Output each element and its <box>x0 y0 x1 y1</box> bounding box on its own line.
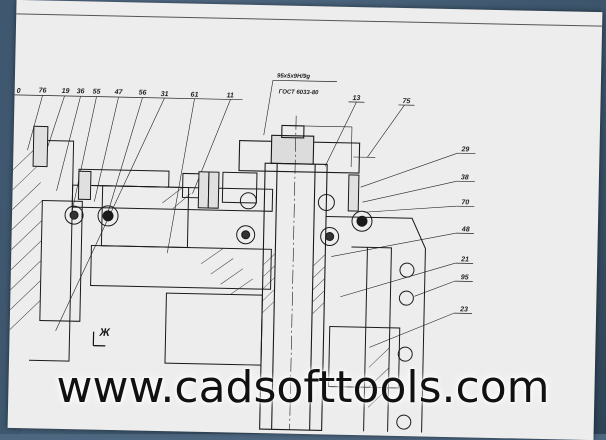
callout-38: 38 <box>461 174 469 181</box>
callout-48: 48 <box>461 226 470 233</box>
callout-56: 56 <box>139 89 147 96</box>
callout-21: 21 <box>460 256 469 263</box>
callout-95: 95 <box>461 274 469 281</box>
callout-11: 11 <box>227 92 235 99</box>
callout-76: 76 <box>39 87 47 94</box>
callout-0: 0 <box>17 88 21 95</box>
section-mark: Ж <box>93 327 110 346</box>
callout-29: 29 <box>460 146 469 153</box>
spec-standard-label: ГОСТ 6033-80 <box>279 89 320 96</box>
callout-36: 36 <box>77 88 85 95</box>
callout-23: 23 <box>459 306 468 313</box>
callout-61: 61 <box>191 92 199 99</box>
callout-31: 31 <box>161 91 169 98</box>
callout-19: 19 <box>62 88 70 95</box>
callout-55: 55 <box>93 89 101 96</box>
callout-47: 47 <box>114 89 124 96</box>
callout-70: 70 <box>461 199 469 206</box>
callout-13: 13 <box>352 95 360 102</box>
spec-fit-label: 95x5x9H/9g <box>277 73 310 80</box>
callout-75: 75 <box>402 98 410 105</box>
website-watermark: www.cadsofttools.com <box>0 362 606 413</box>
section-mark-label: Ж <box>98 327 110 339</box>
